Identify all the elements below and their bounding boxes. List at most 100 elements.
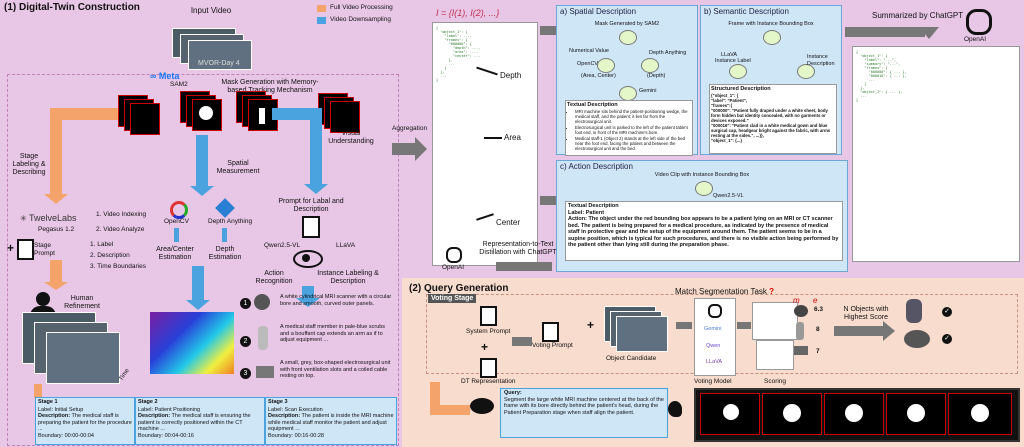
score-e: 8: [816, 326, 820, 333]
arrow-head: [296, 298, 320, 307]
action-text: Action: The object under the red boundin…: [568, 216, 839, 248]
instance-number: 1: [240, 298, 251, 309]
stage-boundary: Boundary: 00:00-00:04: [38, 432, 94, 439]
numerical-value-label: Numerical Value: [569, 48, 609, 54]
spatial-description-panel: a) Spatial Description Mask Generated by…: [556, 5, 698, 156]
stage-box: Stage 3 Label: Scan Execution Descriptio…: [265, 397, 397, 445]
area-center-label: Area/Center Estimation: [156, 246, 194, 261]
score-e: 7: [816, 348, 820, 355]
voting-prompt-label: Voting Prompt: [532, 342, 573, 349]
spatial-bullet: Medical staff-1 (Object 2) stands at the…: [575, 136, 691, 151]
openai-logo-icon: [708, 304, 722, 318]
depth-anything-label: Depth Anything: [649, 50, 687, 56]
llava-label: LLaVA: [336, 242, 356, 249]
stage-box: Stage 1 Label: Initial Setup Description…: [35, 397, 135, 445]
legend-full-swatch: [317, 5, 326, 12]
arrow-head: [44, 282, 68, 290]
stage-boundary: Boundary: 00:04-00:16: [138, 432, 194, 439]
pegasus-label: Pegasus 1.2: [38, 226, 75, 233]
plus-icon: +: [587, 318, 595, 332]
arrow-gray: [496, 262, 552, 271]
openai-logo-icon: [446, 247, 462, 263]
instance-labeling-label: Instance Labeling & Description: [317, 270, 379, 285]
gemini-label: Gemini: [639, 88, 657, 94]
node-circle: [695, 181, 713, 196]
section2-title: (2) Query Generation: [409, 283, 509, 294]
score-object-icon: [796, 322, 804, 340]
json-line: "object_1": {...}: [711, 137, 743, 143]
instance-label: Instance Label: [715, 58, 751, 64]
arrow-blue: [192, 266, 204, 302]
device-thumb-icon: [256, 366, 274, 378]
stage-desc-text: The patient is inside the MRI machine wh…: [268, 413, 394, 432]
legend-down-swatch: [317, 17, 326, 24]
semantic-title: b) Semantic Description: [704, 7, 789, 16]
arrow-head: [304, 184, 328, 194]
video-caption: MVOR-Day 4: [198, 60, 240, 67]
document-icon: [542, 322, 559, 342]
textual-title: Textual Description: [567, 102, 618, 108]
spatial-title: a) Spatial Description: [560, 7, 637, 16]
document-icon: [302, 216, 320, 238]
action-label: Label: Patient: [568, 209, 605, 216]
arrow-orange: [50, 260, 62, 284]
document-icon: [480, 358, 497, 378]
arrow-blue: [302, 286, 314, 300]
stage-box: Stage 2 Label: Patient Positioning Descr…: [135, 397, 265, 445]
scoring-person-icon: [756, 340, 794, 370]
mri-thumb-icon: [254, 294, 270, 310]
arrow-black: [484, 137, 502, 139]
arrow-orange: [34, 384, 42, 398]
dt-representation-label: DT Representation: [461, 378, 516, 385]
query-box: Query: Segment the large white MRI machi…: [500, 388, 668, 438]
meta-logo-icon: ∞ Meta: [150, 71, 180, 81]
score-e: 6.3: [814, 306, 824, 313]
instance-desc-label: Instance Description: [807, 54, 835, 67]
stage-label: Label: Scan Execution: [268, 406, 323, 413]
film-frame: [700, 393, 760, 435]
model-gemini: Gemini: [704, 326, 722, 332]
film-frame: [948, 393, 1012, 435]
voting-model-label: Voting Model: [694, 378, 732, 385]
arrow-head: [44, 194, 68, 204]
stage-desc-text: The medical staff is ensuring the patien…: [138, 413, 251, 432]
formula: Ι = {Ι(1), Ι(2), ...}: [436, 8, 500, 18]
voting-model-box: [694, 298, 736, 376]
thought-cloud-icon: [470, 398, 494, 414]
section1-title: (1) Digital-Twin Construction: [4, 2, 140, 13]
processing-region: [7, 74, 399, 446]
spatial-bullet: Electrosurgical unit is parked to the le…: [575, 125, 691, 135]
visual-understanding-label: Visual Understanding: [328, 130, 374, 145]
step-video-indexing: 1. Video Indexing: [96, 211, 147, 218]
twelvelabs-logo-icon: ✳ TwelveLabs: [20, 213, 77, 223]
stage-label: Label: Patient Positioning: [138, 406, 201, 413]
legend-down-label: Video Downsampling: [330, 16, 391, 23]
human-icon-body: [30, 306, 56, 316]
voting-stage-tag: Voting Stage: [428, 294, 477, 303]
eye-pupil-icon: [302, 254, 310, 262]
result-person-icon: [906, 299, 922, 323]
openai-label: OpenAI: [964, 36, 987, 43]
score-object-icon: [794, 346, 808, 355]
arrow-blue: [196, 135, 208, 187]
result-mri-icon: [904, 330, 930, 348]
stage-desc-key: Description:: [38, 413, 71, 419]
json-line: "000000": "Patient fully draped under a …: [711, 107, 828, 123]
video-frame: [188, 40, 252, 70]
human-icon: [36, 292, 50, 306]
node-circle: [597, 58, 615, 73]
instance-number: 2: [240, 336, 251, 347]
qwen-label: Qwen2.5-VL: [264, 242, 301, 249]
arrow-gray: [737, 322, 751, 329]
step-description: 2. Description: [90, 252, 130, 259]
depth-label: Depth: [500, 71, 522, 80]
arrow-gray: [834, 326, 884, 336]
sam2-label: SAM2: [170, 81, 188, 88]
arrow-gray: [676, 322, 692, 329]
arrow-orange: [50, 108, 62, 196]
spatial-bullet: MRI machine sits behind the patient-posi…: [575, 109, 691, 124]
spatial-measurement-label: Spatial Measurement: [216, 160, 260, 175]
model-llava: LLaVA: [706, 359, 723, 365]
arrow-gray: [540, 26, 558, 35]
stage-title: Stage 2: [138, 399, 158, 405]
